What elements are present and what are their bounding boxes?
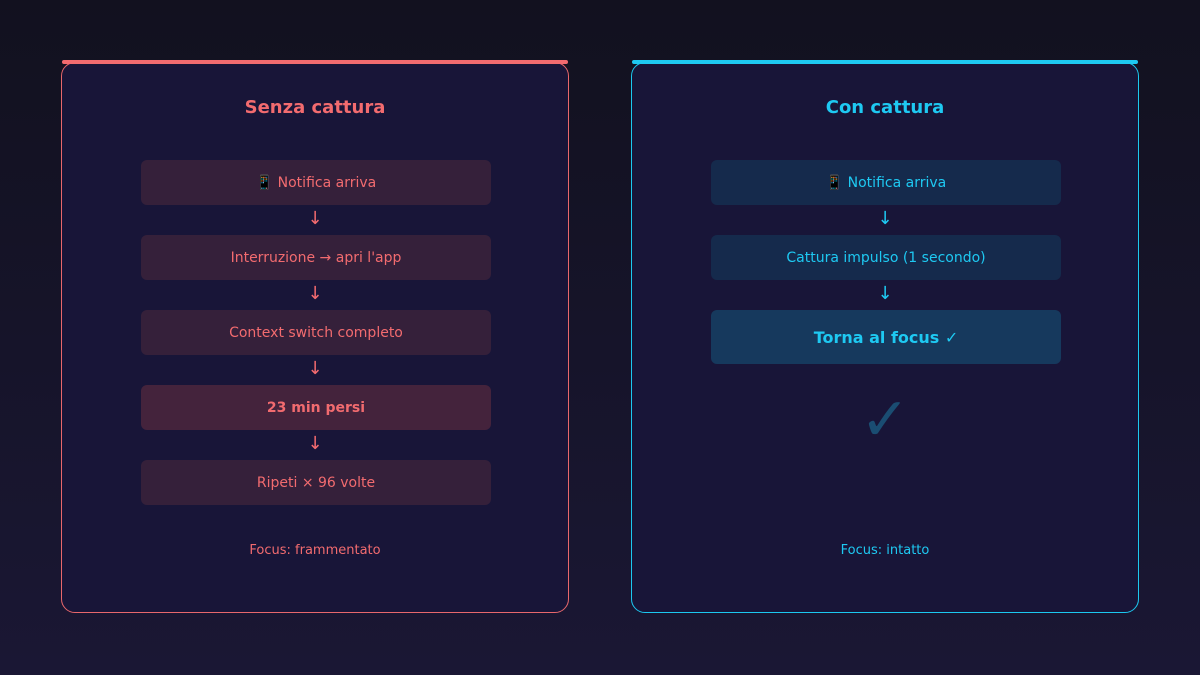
panel-title: Senza cattura	[244, 97, 386, 118]
flow-step-label: Cattura impulso (1 secondo)	[786, 249, 986, 266]
flow-step-notification: 📱 Notifica arriva	[711, 160, 1061, 205]
panel-accent-bar	[632, 60, 1138, 64]
flow-step-capture: Cattura impulso (1 secondo)	[711, 235, 1061, 280]
flow-step-interruption: Interruzione → apri l'app	[141, 235, 491, 280]
checkmark-icon: ✓	[859, 385, 911, 455]
flow-step-label: Context switch completo	[229, 324, 403, 341]
panel-title: Con cattura	[825, 97, 945, 118]
panel-accent-bar	[62, 60, 568, 64]
flow-step-notification: 📱 Notifica arriva	[141, 160, 491, 205]
flow-step-label: Interruzione → apri l'app	[230, 249, 402, 266]
flow-step-context-switch: Context switch completo	[141, 310, 491, 355]
down-arrow-icon: ↓	[877, 283, 893, 304]
down-arrow-icon: ↓	[307, 208, 323, 229]
flow-step-label: 📱 Notifica arriva	[825, 174, 947, 191]
panel-footer: Focus: frammentato	[249, 543, 381, 558]
down-arrow-icon: ↓	[307, 433, 323, 454]
panel-footer: Focus: intatto	[840, 543, 930, 558]
flow-step-label: Torna al focus ✓	[813, 327, 959, 347]
flow-step-back-to-focus: Torna al focus ✓	[711, 310, 1061, 364]
flow-step-label: 23 min persi	[266, 399, 366, 416]
flow-step-label: 📱 Notifica arriva	[255, 174, 377, 191]
panel-with-capture: Con cattura 📱 Notifica arriva ↓ Cattura …	[631, 60, 1139, 613]
down-arrow-icon: ↓	[307, 358, 323, 379]
flow-step-label: Ripeti × 96 volte	[256, 474, 376, 491]
down-arrow-icon: ↓	[307, 283, 323, 304]
down-arrow-icon: ↓	[877, 208, 893, 229]
flow-step-repeat: Ripeti × 96 volte	[141, 460, 491, 505]
flow-step-time-lost: 23 min persi	[141, 385, 491, 430]
panel-without-capture: Senza cattura 📱 Notifica arriva ↓ Interr…	[61, 60, 569, 613]
